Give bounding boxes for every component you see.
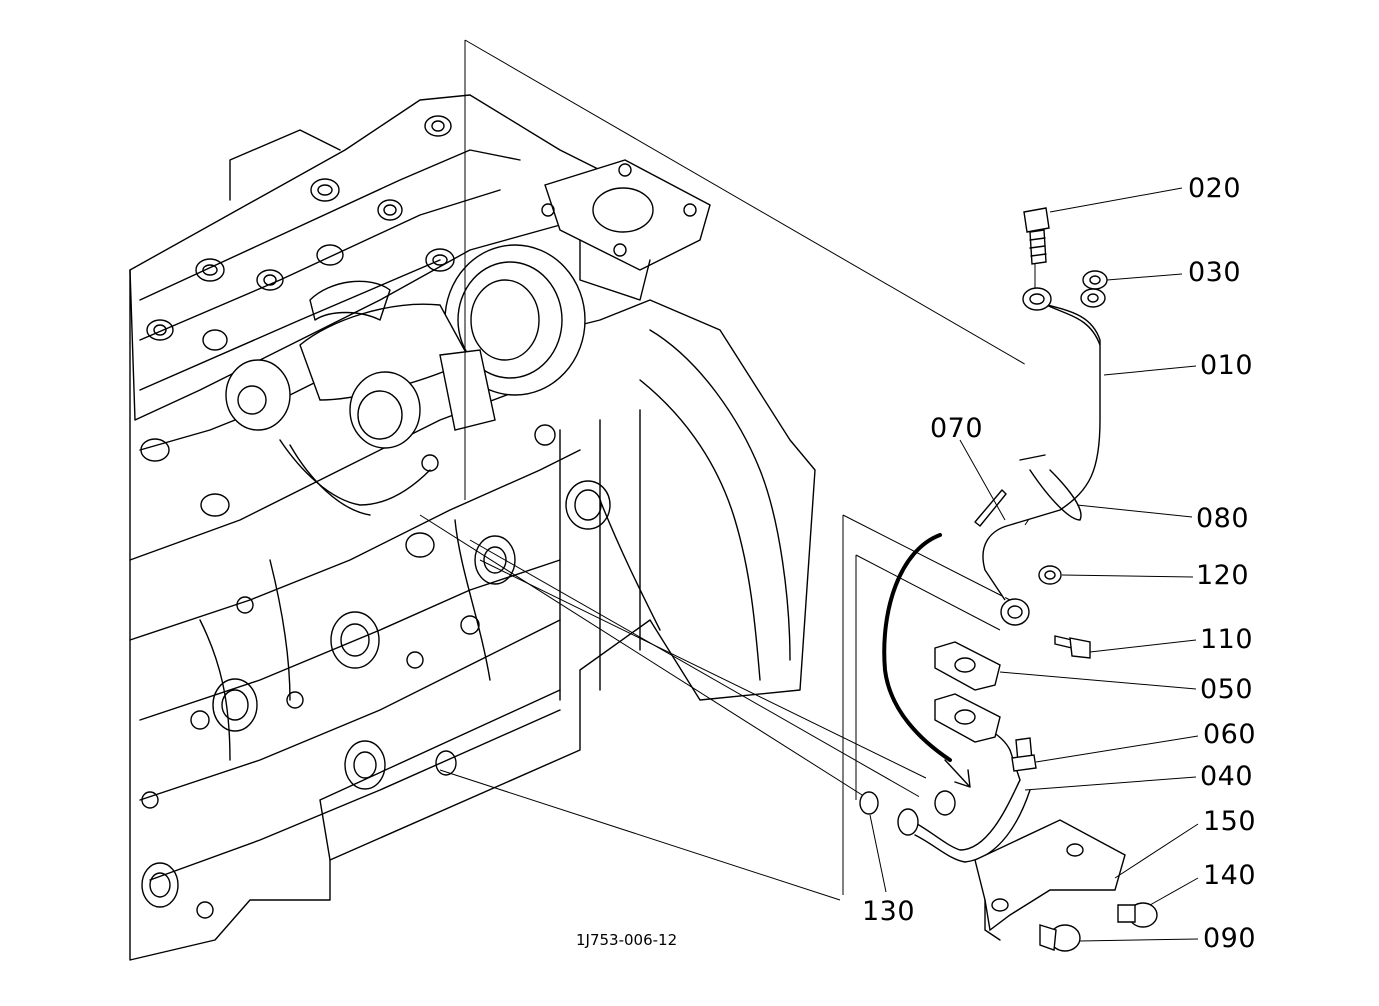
clamp-080 bbox=[1019, 454, 1082, 521]
part-label-120: 120 bbox=[1196, 560, 1250, 591]
part-label-050: 050 bbox=[1200, 674, 1254, 705]
part-label-020: 020 bbox=[1188, 173, 1242, 204]
bracket-150 bbox=[974, 819, 1126, 941]
part-label-090: 090 bbox=[1203, 923, 1257, 954]
flow-arrow bbox=[944, 759, 971, 788]
bolt-090 bbox=[1039, 924, 1081, 952]
oil-pipe-010 bbox=[982, 287, 1101, 626]
bolt-110 bbox=[1054, 635, 1091, 659]
cotter-070 bbox=[974, 489, 1007, 527]
projection-lines bbox=[419, 39, 1036, 901]
part-label-070: 070 bbox=[930, 413, 984, 444]
o-ring-130 bbox=[859, 791, 879, 815]
part-label-130: 130 bbox=[862, 896, 916, 927]
part-label-140: 140 bbox=[1203, 860, 1257, 891]
engine-block bbox=[129, 94, 816, 961]
part-label-030: 030 bbox=[1188, 257, 1242, 288]
bolt-140 bbox=[1117, 902, 1158, 928]
leader-lines bbox=[869, 187, 1199, 942]
part-label-060: 060 bbox=[1203, 719, 1257, 750]
drawing-code: 1J753-006-12 bbox=[576, 931, 678, 949]
part-label-040: 040 bbox=[1200, 761, 1254, 792]
washers-030 bbox=[1080, 270, 1108, 308]
banjo-bolt-020 bbox=[1023, 207, 1050, 265]
screw-060 bbox=[1011, 737, 1037, 772]
oil-pipe-040 bbox=[897, 714, 1031, 863]
part-label-110: 110 bbox=[1200, 624, 1254, 655]
part-label-010: 010 bbox=[1200, 350, 1254, 381]
part-label-080: 080 bbox=[1196, 503, 1250, 534]
part-label-150: 150 bbox=[1203, 806, 1257, 837]
washer-120 bbox=[1038, 565, 1062, 585]
flow-curve bbox=[882, 533, 952, 762]
gaskets-050 bbox=[934, 641, 1001, 743]
turbocharger bbox=[225, 159, 711, 516]
